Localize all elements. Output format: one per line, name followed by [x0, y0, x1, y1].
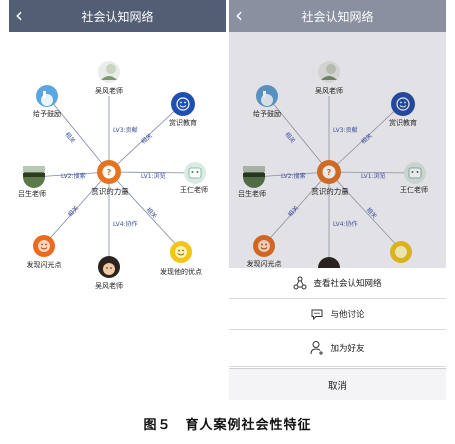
edge-line — [46, 95, 110, 173]
node-top-avatar[interactable] — [98, 61, 120, 83]
node-top-right-smiley-icon[interactable] — [171, 92, 195, 116]
center-node-label: 赏识的力量 — [311, 186, 349, 196]
left-phone-screen: ‹ 社会认知网络 LV3:贡献 相关 相关 LV2:搜索 LV1:浏览 相关 L… — [9, 0, 226, 400]
social-network-graph: LV3:贡献 相关 相关 LV2:搜索 LV1:浏览 相关 LV4:协作 相关 … — [18, 61, 208, 290]
node-top-left-encouragement-icon[interactable] — [36, 85, 58, 107]
node-left-avatar[interactable] — [23, 166, 45, 188]
edge-line — [43, 171, 110, 246]
svg-text:?: ? — [327, 168, 332, 177]
node-top-label: 吴风老师 — [95, 86, 123, 95]
back-icon[interactable]: ‹ — [235, 3, 243, 27]
social-network-graph-dimmed: LV3:贡献 相关 相关 LV2:搜索 LV1:浏览 相关 LV4:协作 相关 … — [238, 61, 428, 268]
view-network-button[interactable]: 查看社会认知网络 — [229, 268, 446, 299]
cancel-button[interactable]: 取消 — [229, 368, 446, 400]
view-network-label: 查看社会认知网络 — [313, 279, 382, 289]
edge-line — [328, 171, 402, 251]
right-phone-screen: ‹ 社会认知网络 LV3:贡献 相关 相关 LV2:搜索 LV1:浏览 相关 L… — [229, 0, 446, 400]
edge-line — [328, 103, 403, 173]
node-top-left-label: 给予鼓励 — [253, 109, 281, 118]
edge-label-top-left: 相关 — [63, 130, 77, 144]
node-top-right-label: 赏识教育 — [169, 118, 197, 127]
edge-label-bottom: LV4:协作 — [113, 220, 138, 228]
add-friend-button[interactable]: 加为好友 — [229, 330, 446, 367]
edge-line — [253, 171, 330, 178]
edge-label-bottom-right: 相关 — [365, 206, 379, 220]
svg-text:?: ? — [107, 168, 112, 177]
node-top-right-label: 赏识教育 — [389, 118, 417, 127]
node-bottom-right-label: 发现他的优点 — [160, 267, 202, 276]
edge-label-top-right: 相关 — [359, 132, 373, 146]
node-bottom-left-label: 发现闪光点 — [27, 260, 62, 269]
edge-label-right: LV1:浏览 — [361, 172, 386, 180]
edge-label-top: LV3:贡献 — [333, 126, 358, 134]
cancel-label: 取消 — [327, 381, 347, 392]
node-top-left-label: 给予鼓励 — [33, 109, 61, 118]
node-right-label: 王仁老师 — [400, 185, 428, 194]
node-bottom-left-smiley-icon[interactable] — [253, 235, 275, 257]
edge-label-bottom-right: 相关 — [145, 206, 159, 220]
edge-line — [266, 95, 330, 173]
edge-label-right: LV1:浏览 — [141, 172, 166, 180]
node-bottom-avatar[interactable] — [318, 257, 340, 268]
node-bottom-right-smiley-icon[interactable] — [170, 241, 192, 263]
node-bottom-right-smiley-icon[interactable] — [390, 241, 412, 263]
edge-label-bottom: LV4:协作 — [333, 220, 358, 228]
node-bottom-left-label: 发现闪光点 — [247, 259, 282, 268]
node-top-left-encouragement-icon[interactable] — [256, 85, 278, 107]
node-bottom-avatar[interactable] — [98, 256, 120, 278]
edge-label-top: LV3:贡献 — [113, 126, 138, 134]
edge-line — [263, 171, 330, 246]
node-left-label: 吕生老师 — [18, 189, 46, 198]
edge-line — [108, 103, 183, 173]
edge-label-bottom-left: 相关 — [286, 204, 300, 218]
add-friend-label: 加为好友 — [330, 344, 365, 354]
node-top-avatar[interactable] — [318, 61, 340, 83]
edge-label-top-right: 相关 — [139, 132, 153, 146]
network-icon — [293, 276, 307, 290]
screen-title: 社会认知网络 — [81, 10, 154, 24]
screen-title: 社会认知网络 — [301, 10, 374, 24]
back-icon[interactable]: ‹ — [15, 3, 23, 27]
figure-caption: 图５ 育人案例社会性特征 — [143, 418, 312, 433]
edge-label-left: LV2:搜索 — [61, 172, 86, 180]
edge-line — [328, 171, 415, 174]
node-bottom-label: 吴风老师 — [95, 281, 123, 290]
node-right-robot-icon[interactable] — [404, 162, 426, 184]
center-node-icon[interactable]: ? — [317, 160, 341, 184]
edge-line — [108, 171, 182, 251]
edge-line — [108, 171, 195, 174]
discuss-label: 与他讨论 — [330, 310, 365, 320]
screen-header: ‹ 社会认知网络 — [229, 0, 446, 32]
chat-bubble-icon — [311, 309, 323, 321]
node-right-label: 王仁老师 — [180, 185, 208, 194]
screen-header: ‹ 社会认知网络 — [9, 0, 226, 32]
node-bottom-left-smiley-icon[interactable] — [33, 235, 55, 257]
discuss-button[interactable]: 与他讨论 — [229, 299, 446, 330]
edge-label-bottom-left: 相关 — [66, 204, 80, 218]
add-user-icon — [310, 341, 324, 355]
node-top-label: 吴风老师 — [315, 86, 343, 95]
node-left-avatar[interactable] — [243, 166, 265, 188]
node-right-robot-icon[interactable] — [184, 162, 206, 184]
node-left-label: 吕生老师 — [238, 189, 266, 198]
edge-label-top-left: 相关 — [283, 130, 297, 144]
center-node-label: 赏识的力量 — [91, 186, 129, 196]
node-top-right-smiley-icon[interactable] — [391, 92, 415, 116]
action-sheet: 查看社会认知网络 与他讨论 加为好友 取消 — [229, 268, 446, 400]
edge-line — [33, 171, 110, 178]
edge-label-left: LV2:搜索 — [281, 172, 306, 180]
center-node-icon[interactable]: ? — [97, 160, 121, 184]
